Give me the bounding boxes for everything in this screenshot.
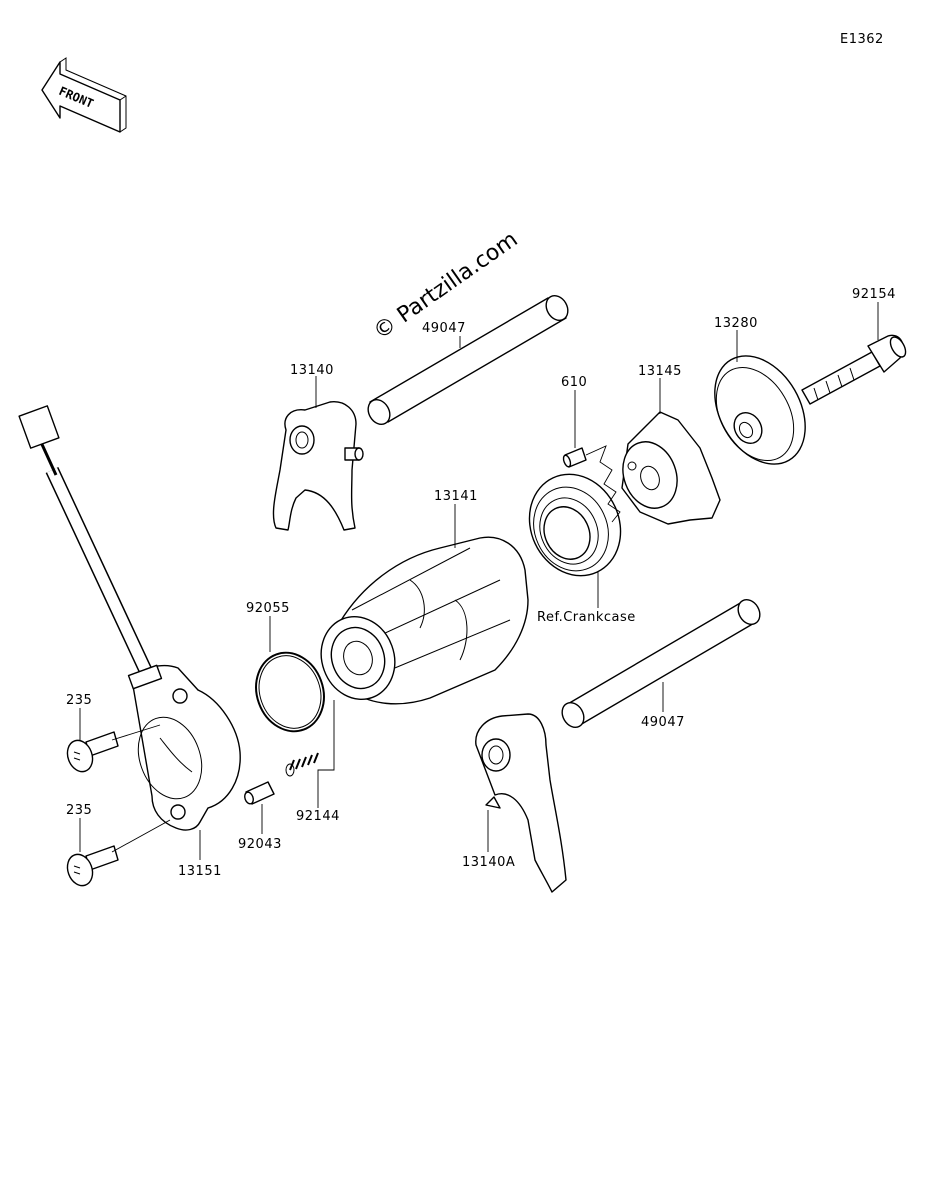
shift-rod-top bbox=[367, 294, 569, 426]
pin-92043 bbox=[244, 781, 275, 805]
callout-plate-13280: 13280 bbox=[714, 316, 758, 331]
bolt-235-bottom bbox=[66, 845, 119, 887]
callout-bolt-92154: 92154 bbox=[852, 287, 896, 302]
callout-sensor-13151: 13151 bbox=[178, 864, 222, 879]
drum-holder-13145 bbox=[621, 411, 721, 525]
callout-oring-92055: 92055 bbox=[246, 601, 290, 616]
callout-pin-92043: 92043 bbox=[238, 837, 282, 852]
shift-fork-13140a bbox=[475, 713, 567, 893]
o-ring-92055 bbox=[255, 651, 325, 733]
callout-drum-13141: 13141 bbox=[434, 489, 478, 504]
callout-bolt-235-top: 235 bbox=[66, 693, 92, 708]
shift-fork-13140 bbox=[272, 401, 364, 531]
dowel-pin-610 bbox=[562, 447, 587, 468]
callout-pin-49047-bottom: 49047 bbox=[641, 715, 685, 730]
callout-labels: 49047 13140 610 13145 13280 92154 13141 … bbox=[66, 287, 896, 879]
diagram-code: E1362 bbox=[840, 32, 884, 47]
bolt-92154 bbox=[801, 334, 907, 405]
callout-pin-610: 610 bbox=[561, 375, 587, 390]
callout-fork-13140: 13140 bbox=[290, 363, 334, 378]
front-arrow-icon: FRONT bbox=[41, 57, 127, 133]
callout-spring-92144: 92144 bbox=[296, 809, 340, 824]
bearing bbox=[528, 473, 622, 577]
spring-92144 bbox=[285, 752, 319, 777]
callout-pin-49047-top: 49047 bbox=[422, 321, 466, 336]
callout-holder-13145: 13145 bbox=[638, 364, 682, 379]
callout-bolt-235-bottom: 235 bbox=[66, 803, 92, 818]
shift-drum-13141 bbox=[320, 536, 529, 705]
gear-sensor-13151 bbox=[18, 405, 241, 831]
callout-fork-13140a: 13140A bbox=[462, 855, 515, 870]
bolt-235-top bbox=[66, 731, 119, 773]
plate-13280 bbox=[714, 355, 806, 465]
leader-lines bbox=[79, 302, 879, 860]
callout-ref-crankcase: Ref.Crankcase bbox=[537, 610, 636, 625]
shift-rod-bottom bbox=[561, 598, 761, 729]
